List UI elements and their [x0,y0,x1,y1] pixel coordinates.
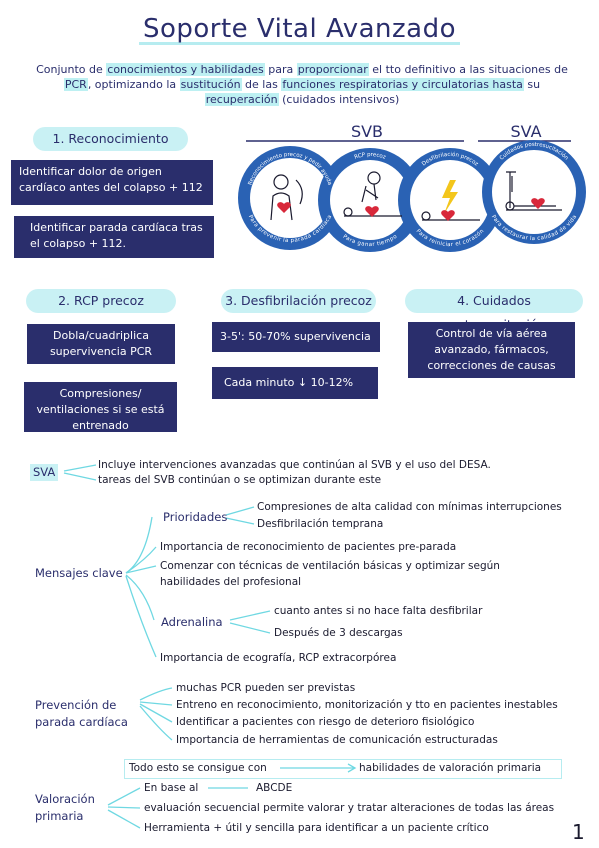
section2-box2: Compresiones/ ventilaciones si se está e… [24,382,177,432]
prioridades-line2: Desfibrilación temprana [257,518,384,530]
valoracion-heading-2: primaria [35,809,84,823]
svb-label: SVB [351,122,383,141]
mensajes-heading: Mensajes clave [35,566,123,580]
page-number: 1 [572,820,585,844]
prioridades-line1: Compresiones de alta calidad con mínimas… [257,501,562,513]
heart-icon [441,210,455,221]
section2-pill: 2. RCP precoz [26,289,176,313]
sva-heading: SVA [30,464,59,481]
mensajes-line1: Importancia de reconocimiento de pacient… [160,541,457,553]
section4-box1: Control de vía aérea avanzado, fármacos,… [408,322,575,378]
section2-box1: Dobla/cuadriplica supervivencia PCR [27,324,175,364]
valoracion-line1: En base al [144,782,199,794]
mensajes-line2a: Comenzar con técnicas de ventilación bás… [160,560,500,572]
prevencion-heading-1: Prevención de [35,698,117,712]
section3-pill: 3. Desfibrilación precoz [221,289,376,313]
section3-box2: Cada minuto ↓ 10-12% [212,367,378,399]
prevencion-line3: Identificar a pacientes con riesgo de de… [176,716,475,728]
section3-box1: 3-5': 50-70% supervivencia [212,322,380,352]
prevencion-line1: muchas PCR pueden ser previstas [176,682,356,694]
cpr-icon [343,171,402,217]
page-title: Soporte Vital Avanzado [0,14,599,45]
section1-box2: Identificar parada cardíaca tras el cola… [14,216,214,258]
prevencion-heading-2: parada cardíaca [35,715,128,729]
intro-paragraph: Conjunto de conocimientos y habilidades … [36,63,568,106]
sva-line2: tareas del SVB continúan o se optimizan … [98,474,382,486]
person-heart-icon [270,174,303,221]
mensajes-line3: Importancia de ecografía, RCP extracorpó… [160,652,397,664]
sva-label: SVA [510,122,541,141]
mensajes-line2b: habilidades del profesional [160,576,302,588]
adrenalina-line2: Después de 3 descargas [274,627,403,639]
prevencion-line4: Importancia de herramientas de comunicac… [176,734,498,746]
section1-box1: Identificar dolor de origen cardíaco ant… [11,160,213,205]
heart-icon [365,206,379,217]
summary-box: Todo esto se consigue con habilidades de… [124,759,562,779]
patient-icon [421,211,480,221]
valoracion-abcde: ABCDE [256,782,293,794]
svg-text:RCP precoz: RCP precoz [354,152,387,161]
summary-right: habilidades de valoración primaria [359,762,542,774]
adrenalina-label: Adrenalina [161,615,223,629]
lightning-icon [442,180,458,214]
adrenalina-line1: cuanto antes si no hace falta desfibrila… [274,605,483,617]
chain-of-survival-diagram: SVB SVA Reconocimiento precoz y pedir ay… [226,120,586,280]
sva-line1: Incluye intervenciones avanzadas que con… [98,459,491,471]
heart-icon [277,202,291,213]
summary-left: Todo esto se consigue con [129,762,267,774]
valoracion-heading-1: Valoración [35,792,95,806]
valoracion-line3: Herramienta + útil y sencilla para ident… [144,822,489,834]
valoracion-line2: evaluación secuencial permite valorar y … [144,802,555,814]
heart-icon [531,198,545,209]
prevencion-line2: Entreno en reconocimiento, monitorizació… [176,699,558,711]
prioridades-label: Prioridades [163,510,228,524]
